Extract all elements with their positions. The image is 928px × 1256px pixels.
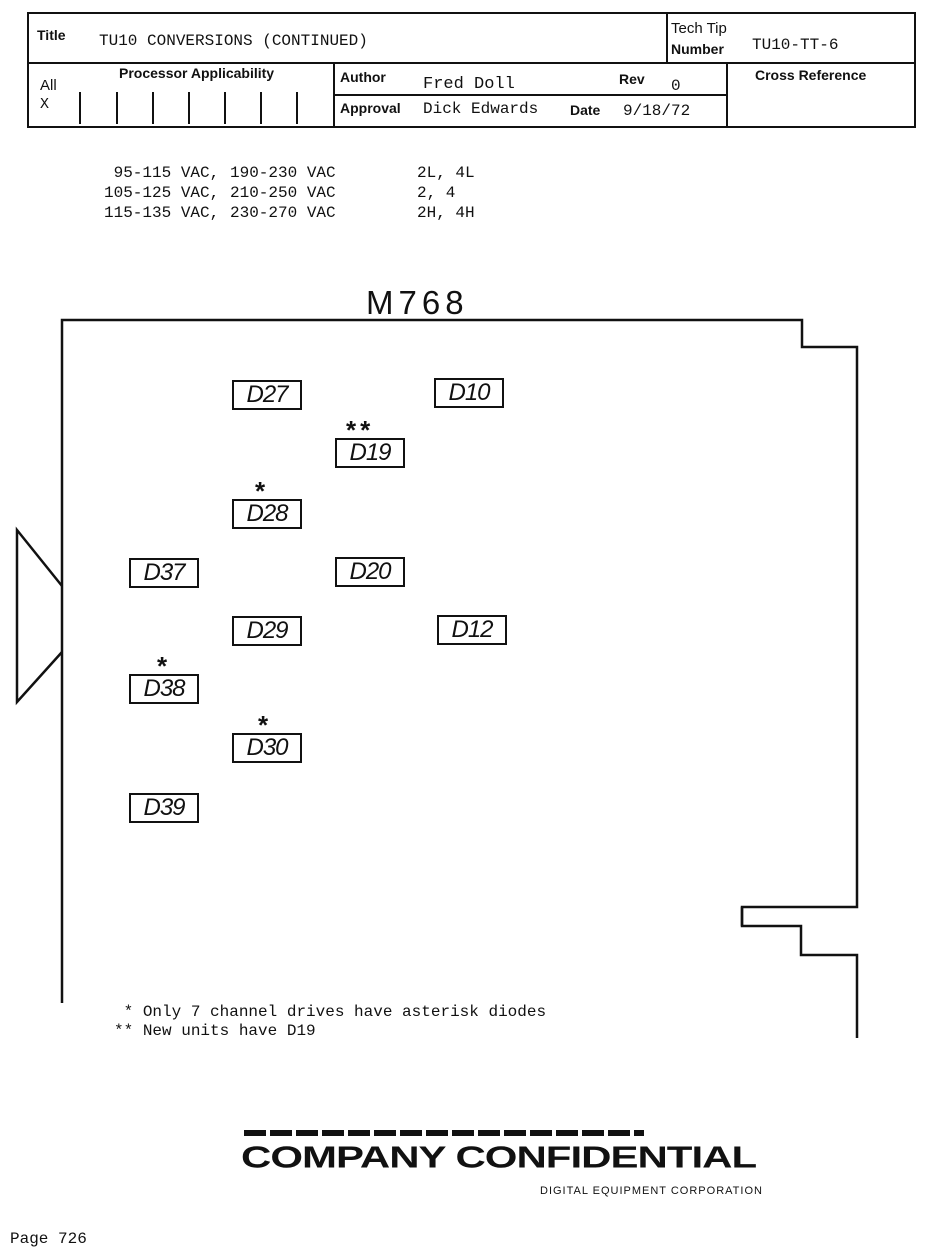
footnote: ** New units have D19 [114, 1022, 546, 1041]
header-divider [333, 94, 726, 96]
approval-label: Approval [340, 100, 401, 116]
voltage-low: 115-135 VAC, [104, 204, 220, 222]
processor-tick [224, 92, 226, 124]
voltage-code: 2, 4 [417, 184, 456, 202]
processor-tick [188, 92, 190, 124]
voltage-high: 230-270 VAC [230, 204, 336, 222]
header-divider [726, 62, 728, 128]
all-label: All [40, 77, 57, 94]
asterisk-mark: * [258, 710, 269, 740]
asterisk-mark: * [255, 476, 266, 506]
processor-applicability-label: Processor Applicability [119, 65, 275, 81]
title-label: Title [37, 27, 66, 43]
tech-tip-number: TU10-TT-6 [752, 36, 839, 54]
all-mark: X [40, 96, 50, 113]
voltage-high-column: 190-230 VAC 210-250 VAC 230-270 VAC [230, 163, 336, 223]
diode-d30: D30 [232, 733, 302, 763]
date-value: 9/18/72 [623, 102, 691, 120]
corporation-name: DIGITAL EQUIPMENT CORPORATION [540, 1185, 763, 1197]
processor-tick [152, 92, 154, 124]
diode-d27: D27 [232, 380, 302, 410]
asterisk-mark: ** [346, 415, 375, 445]
author-value: Fred Doll [423, 75, 515, 94]
tech-tip-header: Title TU10 CONVERSIONS (CONTINUED) Tech … [27, 12, 916, 128]
voltage-code: 2H, 4H [417, 204, 475, 222]
board-edge [60, 318, 859, 1038]
approval-value: Dick Edwards [423, 100, 539, 118]
diode-d29: D29 [232, 616, 302, 646]
company-confidential-stamp: COMPANY CONFIDENTIAL [241, 1140, 757, 1174]
date-label: Date [570, 102, 601, 118]
processor-tick [79, 92, 81, 124]
author-label: Author [340, 69, 386, 85]
title-value: TU10 CONVERSIONS (CONTINUED) [99, 32, 368, 50]
voltage-low-column: 95-115 VAC, 105-125 VAC, 115-135 VAC, [104, 163, 219, 223]
cross-reference-label: Cross Reference [755, 67, 867, 83]
footnote-text: Only 7 channel drives have asterisk diod… [142, 1003, 547, 1021]
diode-d19: D19 [335, 438, 405, 468]
voltage-code-column: 2L, 4L 2, 4 2H, 4H [417, 163, 475, 223]
rev-value: 0 [671, 77, 681, 95]
footnote: * Only 7 channel drives have asterisk di… [114, 1003, 546, 1022]
board-title: M768 [366, 284, 469, 321]
diode-d39: D39 [129, 793, 199, 823]
page-number: Page 726 [10, 1230, 87, 1248]
footnote-mark: ** [114, 1022, 134, 1040]
diode-d28: D28 [232, 499, 302, 529]
diode-d12: D12 [437, 615, 507, 645]
voltage-high: 210-250 VAC [230, 184, 336, 202]
processor-tick [260, 92, 262, 124]
handle-shape [15, 526, 63, 706]
asterisk-mark: * [157, 651, 168, 681]
voltage-high: 190-230 VAC [230, 164, 336, 182]
header-divider [29, 62, 914, 64]
voltage-low: 95-115 VAC, [104, 164, 220, 182]
processor-tick [296, 92, 298, 124]
diode-d37: D37 [129, 558, 199, 588]
voltage-low: 105-125 VAC, [104, 184, 220, 202]
tech-tip-label: Tech Tip [671, 20, 727, 37]
diode-d20: D20 [335, 557, 405, 587]
footnote-text: New units have D19 [142, 1022, 316, 1040]
footnotes: * Only 7 channel drives have asterisk di… [114, 1003, 546, 1041]
stamp-top-bar [244, 1130, 644, 1136]
diode-d10: D10 [434, 378, 504, 408]
number-label: Number [671, 41, 724, 57]
processor-tick [116, 92, 118, 124]
rev-label: Rev [619, 71, 645, 87]
voltage-code: 2L, 4L [417, 164, 475, 182]
header-divider [666, 14, 668, 64]
footnote-mark: * [114, 1003, 134, 1021]
diode-d38: D38 [129, 674, 199, 704]
